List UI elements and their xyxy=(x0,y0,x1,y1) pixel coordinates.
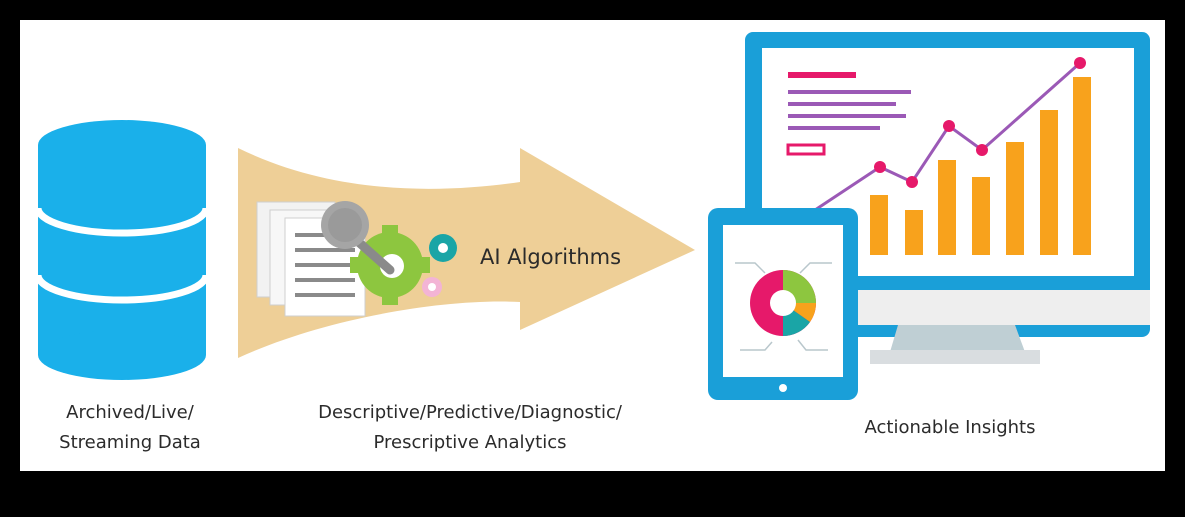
insights-caption: Actionable Insights xyxy=(810,413,1090,443)
caption-line: Streaming Data xyxy=(59,432,201,453)
caption-line: Descriptive/Predictive/Diagnostic/ xyxy=(318,402,622,423)
tablet-icon xyxy=(708,208,858,400)
magnifier-icon xyxy=(321,201,395,275)
documents-icon xyxy=(256,201,366,317)
small-gear-icon xyxy=(429,234,457,262)
diagram-panel: AI Algorithms Archived/Live/ Streaming D… xyxy=(20,20,1165,471)
caption-line: Prescriptive Analytics xyxy=(373,432,567,453)
analytics-caption: Descriptive/Predictive/Diagnostic/ Presc… xyxy=(280,398,660,458)
caption-line: Actionable Insights xyxy=(864,417,1036,438)
data-sources-caption: Archived/Live/ Streaming Data xyxy=(30,398,230,458)
pink-gear-icon xyxy=(422,277,442,297)
database-icon xyxy=(34,120,210,380)
ai-algorithms-label: AI Algorithms xyxy=(480,245,622,269)
diagram-graphics xyxy=(34,32,1150,400)
caption-line: Archived/Live/ xyxy=(66,402,194,423)
